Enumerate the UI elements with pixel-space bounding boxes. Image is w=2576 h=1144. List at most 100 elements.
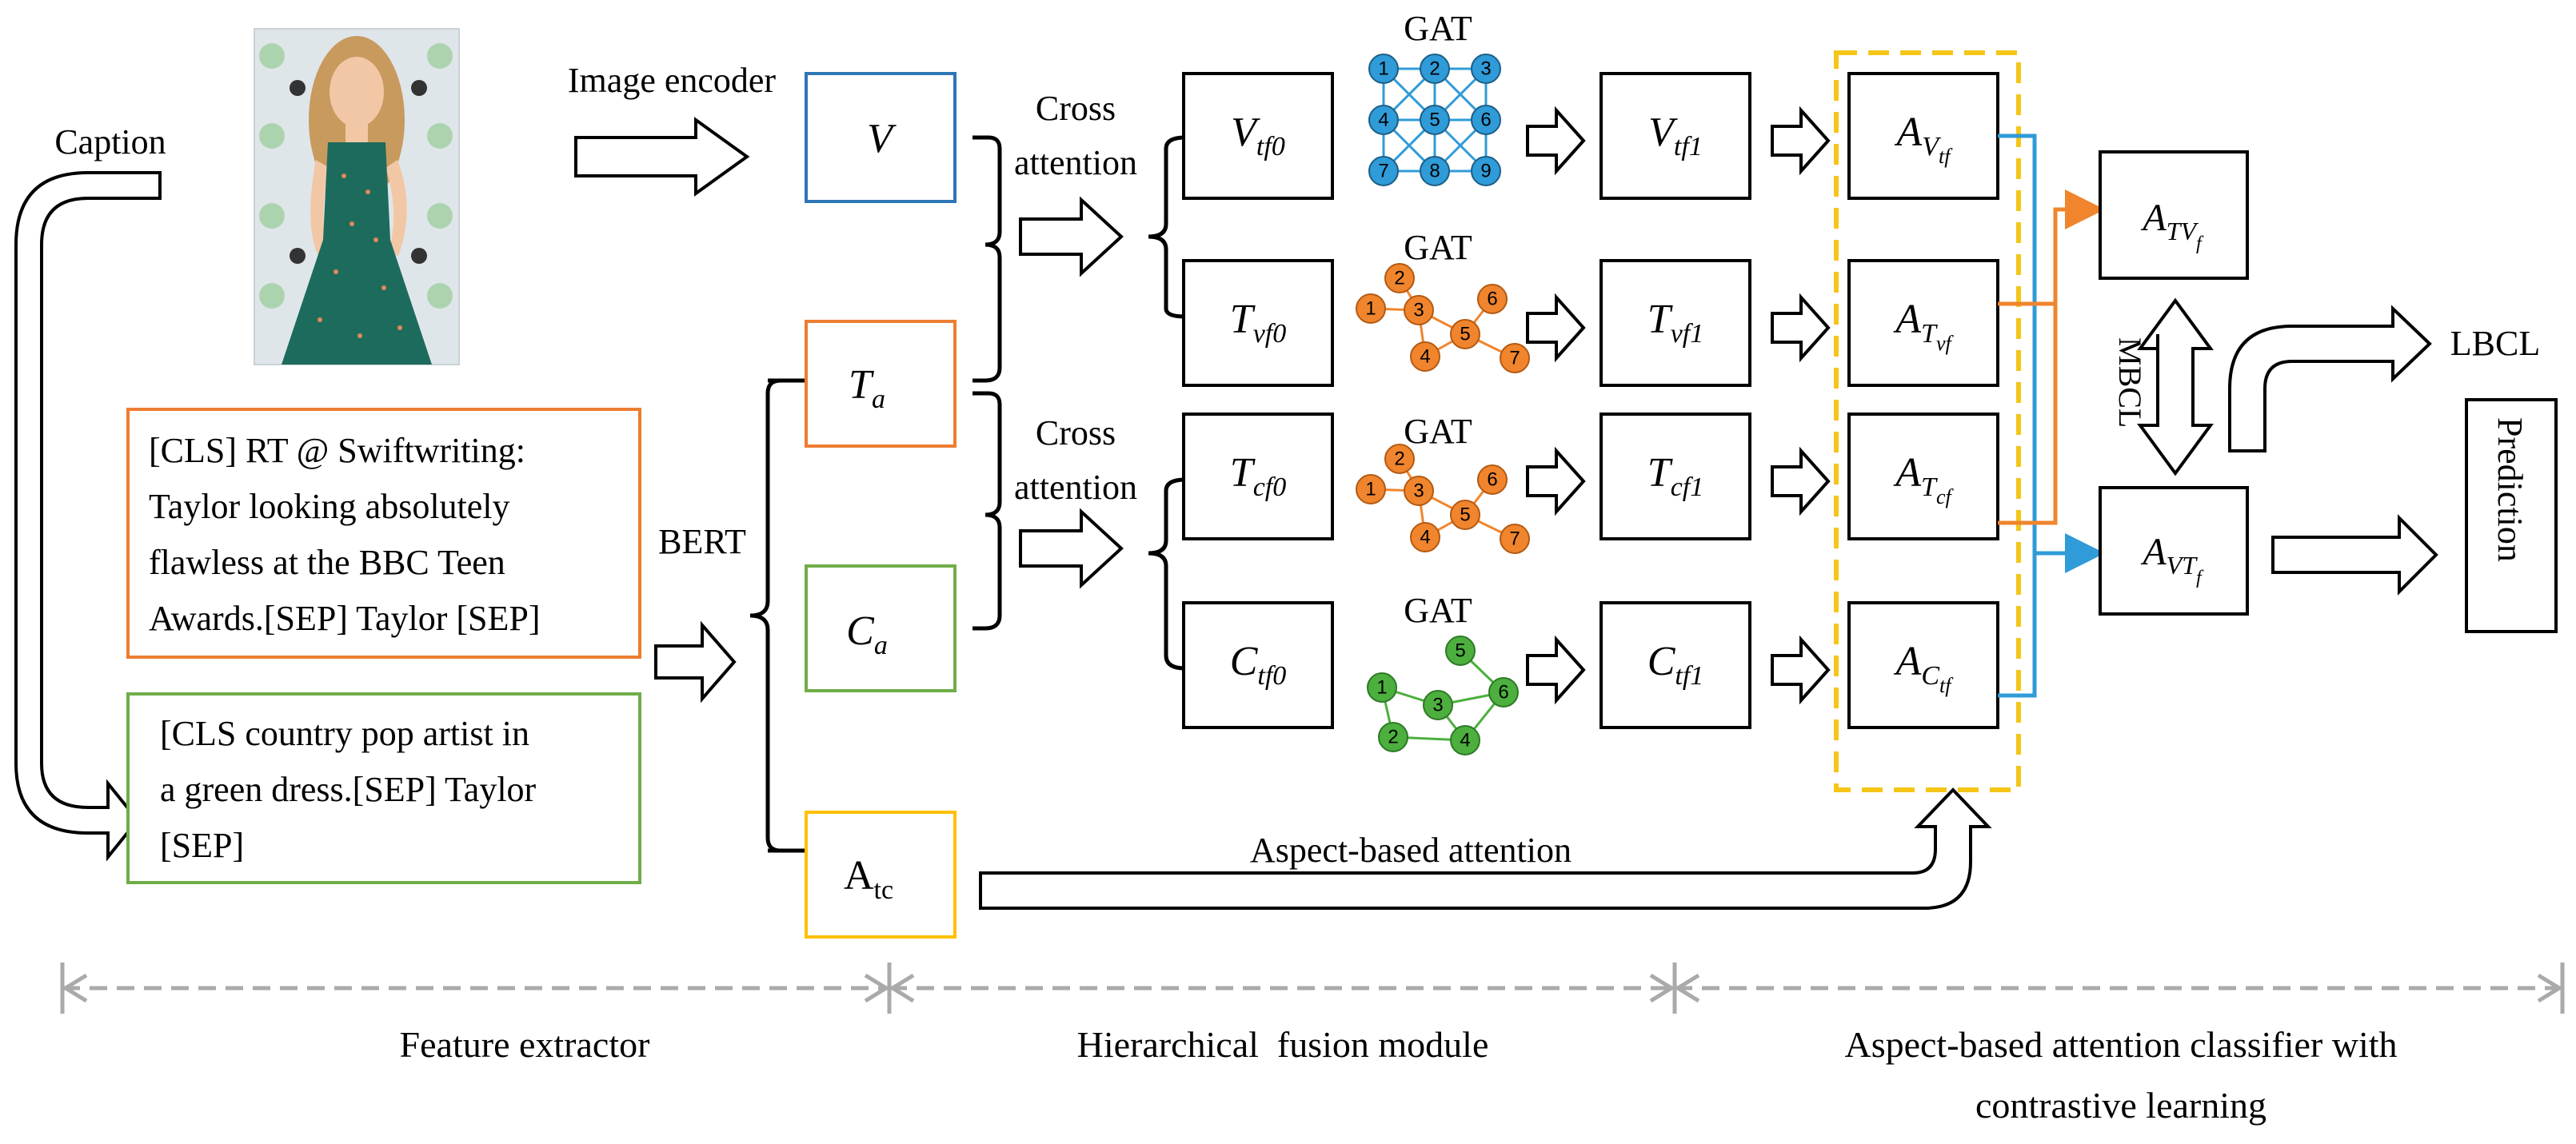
- mbcl-label: MBCL: [2112, 337, 2148, 428]
- caption-text-box: [126, 692, 641, 884]
- graph-node: [1488, 677, 1519, 708]
- svg-text:V: V: [867, 116, 897, 161]
- svg-text:Ctf1: Ctf1: [1647, 639, 1704, 691]
- svg-text:5: 5: [1429, 110, 1440, 131]
- graph-node: [1477, 464, 1508, 495]
- tweet-text: [CLS] RT @ Swiftwriting: Taylor looking …: [149, 431, 540, 638]
- svg-text:AVtf: AVtf: [1895, 110, 1954, 168]
- bert-label: BERT: [658, 522, 746, 561]
- gat-out-arrow-1: [1526, 106, 1586, 176]
- attention-in-arrow-1: [1771, 106, 1831, 176]
- stage1-box-1: Vtf1: [1600, 72, 1751, 200]
- svg-text:4: 4: [1420, 527, 1430, 548]
- caption-label: Caption: [54, 122, 166, 161]
- fused-attention-box-TV: ATVf: [2099, 150, 2249, 280]
- caption-line-2: a green dress.[SEP] Taylor: [160, 770, 537, 809]
- svg-text:3: 3: [1413, 480, 1424, 502]
- graph-node: [1384, 444, 1415, 474]
- cross-attention-label-1-line-1: Cross: [1036, 89, 1116, 128]
- svg-text:2: 2: [1394, 448, 1404, 470]
- feature-box-Ca: Ca: [805, 564, 957, 692]
- cross-attention-label-1-line-2: attention: [1014, 143, 1137, 182]
- svg-text:7: 7: [1509, 528, 1520, 550]
- tweet-line-3: flawless at the BBC Teen: [149, 543, 505, 582]
- svg-text:1: 1: [1365, 479, 1376, 500]
- graph-node: [1410, 341, 1440, 372]
- graph-node: [1420, 156, 1450, 186]
- section-feature-extractor: Feature extractor: [400, 1024, 650, 1065]
- graph-node: [1471, 156, 1501, 186]
- prediction-arrow: [2271, 514, 2438, 596]
- fused-attention-box-VT: AVTf: [2099, 486, 2249, 616]
- svg-text:4: 4: [1460, 730, 1470, 751]
- prediction-label: Prediction: [2490, 417, 2530, 562]
- caption-curve-arrow: [14, 171, 162, 862]
- graph-node: [1404, 295, 1434, 325]
- bert-arrow: [654, 620, 737, 704]
- tweet-line-2: Taylor looking absolutely: [149, 487, 510, 526]
- gat-label-4: GAT: [1404, 591, 1472, 630]
- svg-text:ATVf: ATVf: [2140, 197, 2204, 254]
- attention-in-arrow-3: [1771, 446, 1831, 516]
- svg-text:Vtf1: Vtf1: [1648, 110, 1703, 161]
- svg-text:6: 6: [1487, 289, 1497, 310]
- svg-text:Tvf1: Tvf1: [1647, 297, 1703, 349]
- graph-node: [1445, 636, 1476, 666]
- attention-in-arrow-2: [1771, 293, 1831, 363]
- svg-text:2: 2: [1388, 727, 1398, 748]
- svg-text:3: 3: [1480, 58, 1491, 80]
- svg-text:4: 4: [1420, 346, 1430, 368]
- svg-text:8: 8: [1429, 161, 1440, 182]
- svg-text:Vtf0: Vtf0: [1231, 110, 1285, 161]
- svg-text:Ctf0: Ctf0: [1230, 639, 1287, 691]
- graph-node: [1367, 672, 1397, 703]
- attention-box-2: ATvf: [1847, 259, 1999, 387]
- svg-text:5: 5: [1460, 324, 1470, 345]
- svg-text:Atc: Atc: [844, 853, 893, 905]
- graph-node: [1471, 54, 1501, 84]
- gat-out-arrow-2: [1526, 293, 1586, 363]
- graph-node: [1420, 54, 1450, 84]
- section-classifier-line-2: contrastive learning: [1975, 1085, 2266, 1126]
- image-encoder-label: Image encoder: [568, 61, 777, 100]
- stage1-box-2: Tvf1: [1600, 259, 1751, 387]
- input-photo: [254, 28, 460, 365]
- graph-node: [1368, 54, 1399, 84]
- graph-node: [1471, 105, 1501, 135]
- tweet-line-1: [CLS] RT @ Swiftwriting:: [149, 431, 525, 470]
- stage1-box-4: Ctf1: [1600, 601, 1751, 729]
- feature-box-Ta: Ta: [805, 320, 957, 448]
- svg-text:6: 6: [1480, 110, 1491, 131]
- svg-text:Tcf0: Tcf0: [1230, 450, 1286, 502]
- gat-label-1: GAT: [1404, 9, 1472, 48]
- prediction-box: [2465, 398, 2558, 633]
- svg-text:2: 2: [1429, 58, 1440, 80]
- cross-attention-arrow-1: [1019, 196, 1124, 277]
- graph-node: [1450, 500, 1480, 530]
- lbcl-label: LBCL: [2450, 324, 2540, 363]
- cross-attention-arrow-2: [1019, 508, 1124, 589]
- graph-node: [1368, 105, 1399, 135]
- attention-box-4: ACtf: [1847, 601, 1999, 729]
- graph-node: [1368, 156, 1399, 186]
- graph-node: [1384, 263, 1415, 293]
- aspect-attention-label: Aspect-based attention: [1250, 831, 1572, 870]
- svg-text:3: 3: [1432, 695, 1443, 716]
- svg-text:1: 1: [1365, 298, 1376, 320]
- graph-node: [1410, 522, 1440, 552]
- graph-node: [1404, 476, 1434, 506]
- stage0-box-4: Ctf0: [1182, 601, 1334, 729]
- cross-attention-label-2-line-1: Cross: [1036, 413, 1116, 452]
- svg-text:1: 1: [1376, 677, 1387, 699]
- svg-text:Tcf1: Tcf1: [1647, 450, 1703, 502]
- svg-text:3: 3: [1413, 300, 1424, 321]
- svg-text:5: 5: [1455, 640, 1465, 662]
- stage1-box-3: Tcf1: [1600, 413, 1751, 540]
- caption-text: [CLS country pop artist in a green dress…: [160, 714, 537, 865]
- svg-text:Tvf0: Tvf0: [1230, 297, 1286, 349]
- stage0-box-3: Tcf0: [1182, 413, 1334, 540]
- feature-box-V: V: [805, 72, 957, 203]
